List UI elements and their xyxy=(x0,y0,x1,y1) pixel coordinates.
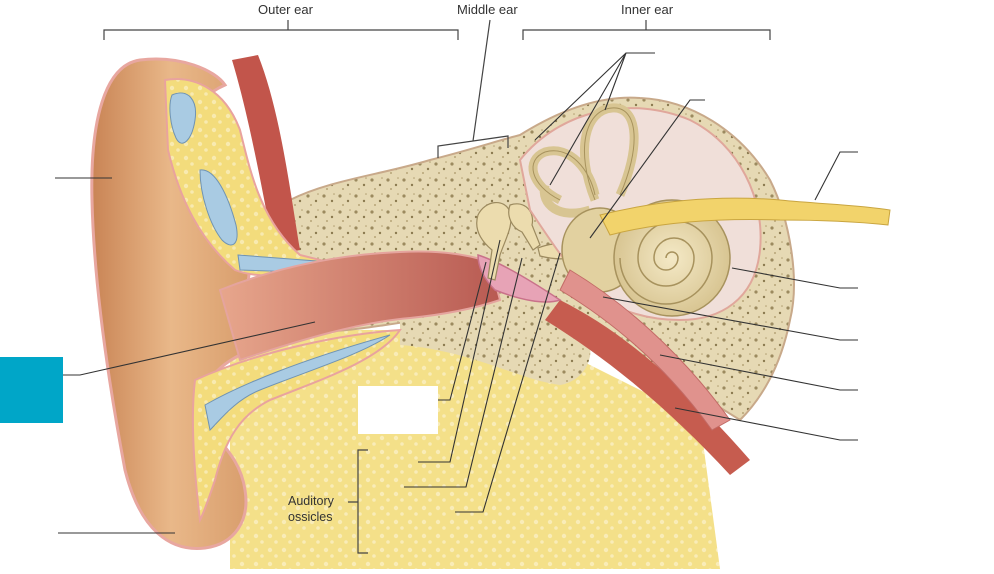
leader-stapes xyxy=(455,252,561,513)
leader-muscle xyxy=(674,407,858,441)
leader-round-window xyxy=(602,296,858,341)
cochlea xyxy=(613,199,731,317)
cartilage-blue-2 xyxy=(199,169,238,246)
blank-label-box xyxy=(358,386,438,434)
cartilage-blue-1 xyxy=(169,92,197,144)
leader-cochlea xyxy=(731,267,858,289)
middle-ear-bracket xyxy=(437,19,509,158)
leader-tympanic xyxy=(435,261,487,401)
leader-canals xyxy=(534,52,655,186)
cartilage-upper xyxy=(163,78,341,277)
incus xyxy=(508,203,541,251)
leader-tube xyxy=(659,354,858,391)
inner-ear-bracket xyxy=(522,20,771,40)
outer-ear-header: Outer ear xyxy=(258,2,313,17)
cartilage-lower xyxy=(191,328,402,524)
auditory-ossicles-label: Auditory ossicles xyxy=(288,494,334,524)
leader-vestibule xyxy=(589,99,705,239)
malleus xyxy=(476,202,512,281)
bone-floor xyxy=(400,307,591,385)
leader-malleus xyxy=(418,239,501,463)
outer-ear-bracket xyxy=(103,20,459,40)
leader-incus xyxy=(404,257,523,488)
muscle-upper xyxy=(232,55,300,255)
leader-nerve xyxy=(814,151,858,201)
middle-ear-header: Middle ear xyxy=(457,2,518,17)
ear-canal xyxy=(218,250,502,362)
cartilage-blue-4 xyxy=(204,334,391,432)
ossicles-bracket xyxy=(348,449,368,554)
leader-lines xyxy=(55,52,858,534)
header-brackets xyxy=(103,19,771,554)
tympanic-membrane xyxy=(477,253,562,303)
auditory-tube xyxy=(559,269,731,431)
vestibulocochlear-nerve xyxy=(599,197,891,236)
inner-ear-header: Inner ear xyxy=(621,2,674,17)
highlighted-label-box[interactable] xyxy=(0,357,63,423)
leader-canal xyxy=(63,321,316,376)
muscle-lower xyxy=(545,300,750,475)
